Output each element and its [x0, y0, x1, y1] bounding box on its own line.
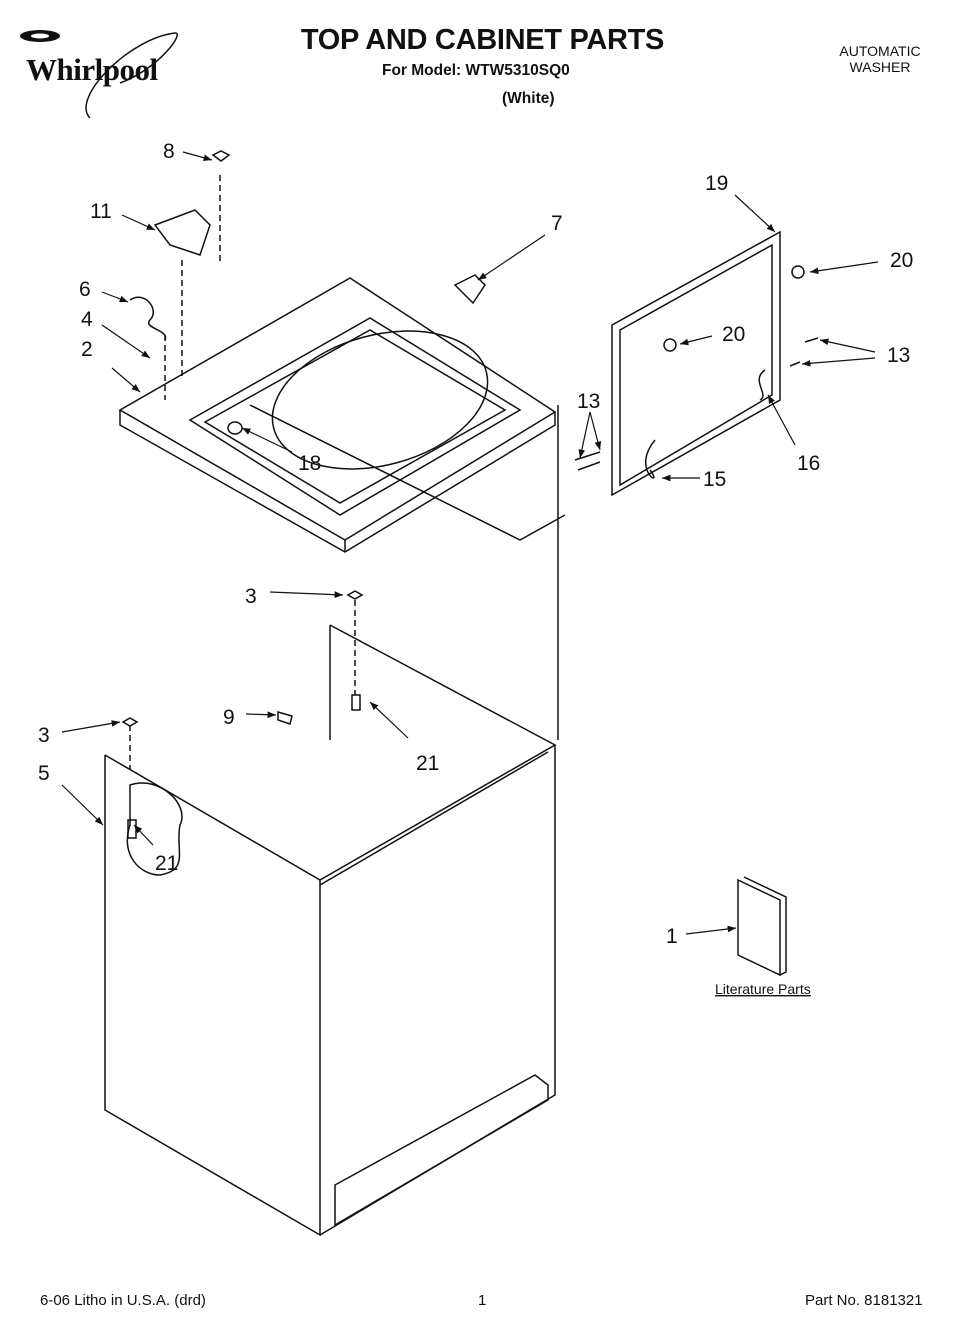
callout-15: 15	[703, 468, 726, 491]
washer-cabinet	[104, 624, 557, 1237]
callout-20-lower: 20	[722, 323, 745, 346]
part-number: Part No. 8181321	[805, 1292, 923, 1309]
product-type-line2: WASHER	[849, 59, 911, 75]
part-11-switch	[153, 209, 211, 256]
page-number: 1	[478, 1292, 487, 1309]
part-8-screw	[211, 150, 231, 162]
callout-13: 13	[887, 344, 910, 367]
part-7-cap	[453, 274, 486, 305]
callout-2: 2	[81, 338, 93, 361]
callout-6: 6	[79, 278, 91, 301]
part-3-nut-left	[121, 717, 139, 727]
page-title: TOP AND CABINET PARTS	[300, 24, 665, 56]
part-3-nut	[346, 590, 364, 600]
callout-18: 18	[298, 452, 321, 475]
literature-parts-label: Literature Parts	[715, 981, 811, 997]
callout-11: 11	[90, 200, 112, 223]
literature-book	[737, 878, 781, 977]
callout-5: 5	[38, 762, 50, 785]
callout-16: 16	[797, 452, 820, 475]
callout-7: 7	[551, 212, 563, 235]
callout-19: 19	[705, 172, 728, 195]
callout-3: 3	[245, 585, 257, 608]
callout-arrows	[61, 151, 879, 935]
model-number: For Model: WTW5310SQ0	[382, 62, 570, 79]
callout-21-left: 21	[155, 852, 178, 875]
whirlpool-logo-swoosh	[20, 30, 178, 118]
assembly-guide-lines	[129, 175, 356, 770]
callout-9: 9	[223, 706, 235, 729]
part-6-clip	[129, 296, 167, 341]
print-info: 6-06 Litho in U.S.A. (drd)	[40, 1292, 206, 1309]
callout-21: 21	[416, 752, 439, 775]
callout-8: 8	[163, 140, 175, 163]
top-rear-panel	[574, 230, 819, 497]
literature-book-edge	[743, 876, 787, 976]
part-9-screw	[277, 711, 293, 725]
part-21-screw	[351, 694, 361, 711]
washer-top-panel	[118, 277, 566, 553]
model-color: (White)	[502, 90, 555, 107]
brand-logo: Whirlpool	[26, 52, 158, 87]
callout-3-left: 3	[38, 724, 50, 747]
callout-20: 20	[890, 249, 913, 272]
callout-1: 1	[666, 925, 678, 948]
product-type: AUTOMATIC WASHER	[820, 43, 940, 75]
callout-13-left: 13	[577, 390, 600, 413]
product-type-line1: AUTOMATIC	[839, 43, 921, 59]
callout-4: 4	[81, 308, 93, 331]
